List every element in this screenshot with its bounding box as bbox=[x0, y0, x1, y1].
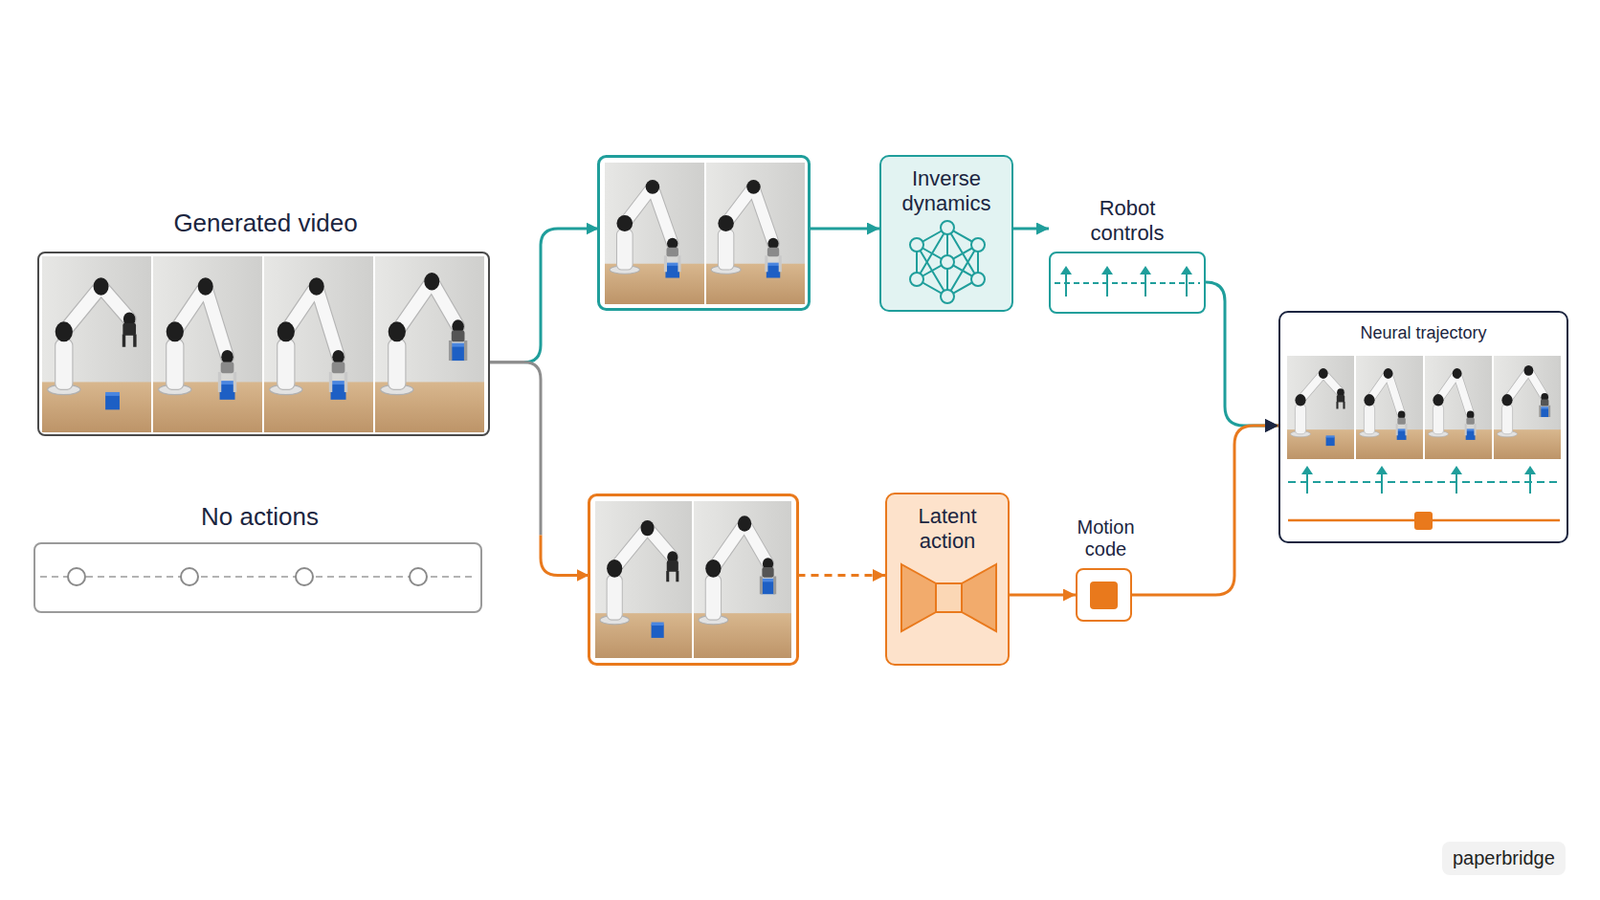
text-holder: Robot controls bbox=[1048, 196, 1206, 245]
output-group: Robot controls bbox=[1048, 196, 1206, 314]
connector-line bbox=[524, 228, 600, 363]
connector bbox=[489, 362, 886, 577]
heading-label: Motion code bbox=[1067, 516, 1145, 562]
connector-line bbox=[1013, 227, 1049, 231]
no-action-track bbox=[40, 568, 476, 586]
process-box: Latent action bbox=[885, 492, 1010, 667]
result-panel: Neural trajectory bbox=[1278, 311, 1569, 544]
control-strip bbox=[1048, 251, 1206, 314]
box-label: Inverse dynamics bbox=[889, 166, 1003, 216]
process-box: Inverse dynamics bbox=[879, 155, 1014, 312]
connector bbox=[1205, 282, 1279, 426]
connector-line bbox=[489, 362, 541, 536]
connector-line bbox=[540, 535, 590, 577]
frame-pair-bottom bbox=[589, 495, 799, 666]
watermark: paperbridge bbox=[1442, 842, 1566, 876]
connector bbox=[1013, 228, 1049, 230]
heading-label: Generated video bbox=[173, 208, 357, 238]
video-panel: Generated video bbox=[37, 251, 490, 437]
generated-frames bbox=[42, 256, 485, 433]
text-holder: No actions bbox=[35, 502, 485, 532]
text-holder: Latent action bbox=[887, 504, 1008, 554]
connector-line bbox=[809, 227, 881, 231]
code-box: Motion code bbox=[1075, 568, 1133, 623]
box-label: Neural trajectory bbox=[1359, 323, 1487, 344]
heading-label: Robot controls bbox=[1074, 196, 1180, 245]
text-holder: Generated video bbox=[39, 208, 492, 238]
watermark-text: paperbridge bbox=[1452, 847, 1556, 869]
connector bbox=[1132, 425, 1279, 596]
text-holder: Inverse dynamics bbox=[881, 166, 1012, 216]
connector bbox=[489, 228, 880, 363]
text-holder: Motion code bbox=[1039, 516, 1173, 562]
connector bbox=[1009, 595, 1076, 597]
action-panel: No actions bbox=[33, 542, 483, 614]
connector-line bbox=[1205, 282, 1279, 426]
box-label: Latent action bbox=[893, 504, 1001, 554]
frame-pair-top bbox=[599, 156, 810, 311]
heading-label: No actions bbox=[200, 502, 319, 532]
connector-line bbox=[1009, 594, 1076, 598]
connector-line bbox=[1132, 425, 1279, 596]
text-holder: Neural trajectory bbox=[1280, 323, 1567, 344]
connector-line bbox=[798, 574, 887, 578]
